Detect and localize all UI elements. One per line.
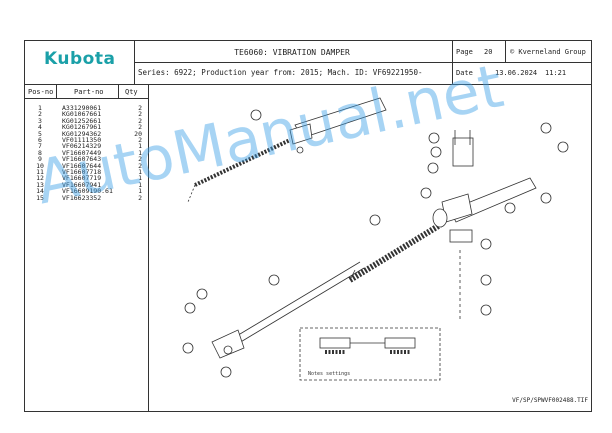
part-column: A331290061 KG01067661 KG01252661 KG01267… (62, 104, 113, 202)
divider-col-qty (118, 84, 119, 98)
table-row: 1 (38, 104, 42, 112)
file-reference: VF/SP/SPWVF002488.TIF (512, 397, 588, 404)
divider-col-pos (56, 84, 57, 98)
table-row: 5 (38, 129, 42, 138)
table-row: VF01111350 (62, 136, 102, 145)
table-row: 20 (134, 129, 142, 138)
table-row: 9 (38, 155, 42, 164)
table-row: VF16607719 (62, 174, 102, 183)
table-row: VF16609190.61 (62, 187, 113, 196)
table-row: KG01252661 (62, 116, 102, 125)
pos-column: 1 2 3 4 5 6 7 8 9 10 11 12 13 14 15 (30, 104, 50, 202)
table-row: 2 (138, 193, 142, 202)
kubota-logo: Kubota (44, 49, 116, 69)
table-row: A331290061 (62, 104, 102, 112)
upper-damper-arm (187, 97, 387, 203)
table-row: VF16607644 (62, 161, 102, 170)
date-label: Date (456, 69, 473, 77)
table-row: 1 (138, 148, 142, 157)
date-value: 13.06.2024 (495, 69, 538, 77)
central-spring (348, 222, 442, 283)
right-assembly (432, 130, 537, 320)
divider-table-right (148, 84, 149, 412)
table-row: 13 (36, 180, 44, 189)
table-row: 2 (138, 123, 142, 132)
table-row: 3 (38, 116, 42, 125)
table-row: 1 (138, 168, 142, 177)
table-row: 2 (138, 155, 142, 164)
col-header-pos: Pos-no (28, 88, 54, 96)
page-number: 20 (484, 48, 493, 56)
table-row: VF06214329 (62, 142, 102, 151)
table-row: VF16623352 (62, 193, 102, 202)
table-row: KG01294362 (62, 129, 102, 138)
divider-header-mid (134, 62, 592, 63)
page-title: TE6060: VIBRATION DAMPER (234, 48, 350, 57)
table-row: 2 (38, 110, 42, 119)
table-row: VF16607941 (62, 180, 102, 189)
table-row: 14 (36, 187, 44, 196)
table-row: 1 (138, 174, 142, 183)
table-row: KG01067661 (62, 110, 102, 119)
table-row: KG01267961 (62, 123, 102, 132)
callouts (182, 109, 569, 378)
divider-header-bottom (24, 84, 592, 85)
col-header-part: Part-no (74, 88, 104, 96)
time-value: 11:21 (545, 69, 567, 77)
qty-column: 2 2 2 2 20 2 1 1 2 2 1 1 1 1 2 (126, 104, 142, 202)
table-row: 2 (138, 110, 142, 119)
table-row: 2 (138, 104, 142, 112)
table-row: VF16607449 (62, 148, 102, 157)
drawing-frame (24, 40, 592, 412)
table-row: 10 (36, 161, 44, 170)
table-row: 8 (38, 148, 42, 157)
inset-label: Notes settings (308, 371, 350, 377)
col-header-qty: Qty (125, 88, 138, 96)
inset-detail (299, 327, 441, 381)
copyright: © Kverneland Group (510, 48, 586, 56)
table-row: 12 (36, 174, 44, 183)
table-row: 2 (138, 161, 142, 170)
table-row: 2 (138, 136, 142, 145)
page-label: Page (456, 48, 473, 56)
table-row: VF16607643 (62, 155, 102, 164)
table-row: 2 (138, 116, 142, 125)
exploded-parts-drawing: Notes settings (182, 97, 569, 381)
table-row: 6 (38, 136, 42, 145)
table-row: 1 (138, 187, 142, 196)
divider-page-num (505, 40, 506, 62)
table-row: 11 (36, 168, 44, 177)
divider-table-head (24, 98, 148, 99)
series-line: Series: 6922; Production year from: 2015… (138, 68, 423, 77)
lower-rod (211, 261, 365, 359)
table-row: 4 (38, 123, 42, 132)
table-row: 1 (138, 180, 142, 189)
table-row: 15 (36, 193, 44, 202)
table-row: 1 (138, 142, 142, 151)
table-row: 7 (38, 142, 42, 151)
table-row: VF16607718 (62, 168, 102, 177)
